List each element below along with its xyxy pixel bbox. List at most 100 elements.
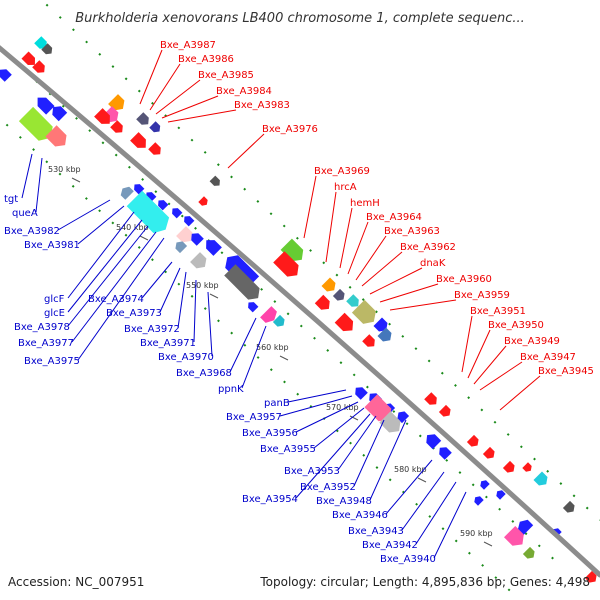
gene-label: tgt [4, 194, 18, 205]
leader-line [35, 157, 43, 213]
leader-line [287, 389, 347, 403]
gene-label: Bxe_A3957 [226, 412, 282, 423]
gene-feature [522, 462, 532, 472]
gene-feature [504, 526, 524, 546]
gene-feature [176, 226, 193, 243]
gene-label: Bxe_A3962 [400, 242, 456, 253]
gene-label: Bxe_A3959 [454, 290, 510, 301]
leader-line [149, 63, 181, 111]
gene-label: Bxe_A3946 [332, 510, 388, 521]
gene-label: Bxe_A3984 [216, 86, 272, 97]
leader-line [479, 361, 523, 391]
gene-feature [272, 314, 285, 327]
leader-line [167, 109, 237, 123]
gene-feature [362, 334, 375, 347]
gene-feature [584, 570, 597, 583]
leader-line [461, 315, 473, 373]
gene-feature [18, 106, 53, 141]
leader-line [161, 95, 219, 119]
gene-label: dnaK [420, 258, 446, 269]
leader-line [21, 153, 33, 199]
gene-feature [184, 216, 195, 227]
gene-label: Bxe_A3981 [24, 240, 80, 251]
gene-label: Bxe_A3952 [300, 482, 356, 493]
guide-line [0, 117, 521, 600]
leader-line [67, 211, 135, 299]
leader-line [193, 279, 197, 343]
gene-feature [110, 120, 123, 133]
leader-line [401, 471, 445, 531]
gene-label: Bxe_A3975 [24, 356, 80, 367]
gene-labels: Bxe_A3987Bxe_A3986Bxe_A3985Bxe_A3984Bxe_… [4, 40, 594, 565]
gene-feature [379, 411, 401, 433]
gene-label: Bxe_A3982 [4, 226, 60, 237]
gene-label: Bxe_A3963 [384, 226, 440, 237]
leader-line [325, 191, 337, 263]
gene-label: Bxe_A3960 [436, 274, 492, 285]
gene-feature [209, 175, 220, 186]
gene-label: Bxe_A3950 [488, 320, 544, 331]
leader-line [155, 79, 201, 115]
gene-feature [206, 240, 222, 256]
backbone-line [0, 45, 600, 578]
gene-label: Bxe_A3945 [538, 366, 594, 377]
gene-feature [562, 500, 575, 513]
gene-label: Bxe_A3977 [18, 338, 74, 349]
leader-line [303, 175, 317, 239]
gene-feature [533, 471, 548, 486]
tick-label: 550 kbp [186, 281, 219, 290]
gene-feature [41, 43, 53, 55]
gene-feature [502, 460, 515, 473]
gene-feature [466, 434, 479, 447]
gene-label: Bxe_A3969 [314, 166, 370, 177]
gene-label: Bxe_A3942 [362, 540, 418, 551]
leader-line [467, 329, 491, 379]
leader-line [415, 481, 457, 545]
leader-line [379, 283, 439, 303]
tick-label: 590 kbp [460, 529, 493, 538]
gene-feature [517, 519, 534, 536]
genome-summary-text: Topology: circular; Length: 4,895,836 bp… [259, 575, 590, 589]
leader-line [71, 231, 157, 343]
gene-feature [334, 312, 354, 332]
gene-feature [273, 251, 299, 277]
tick-label: 530 kbp [48, 165, 81, 174]
gene-feature [480, 480, 490, 490]
gene-label: Bxe_A3951 [470, 306, 526, 317]
leader-line [313, 407, 365, 449]
gene-label: Bxe_A3940 [380, 554, 436, 565]
gene-label: hrcA [334, 182, 357, 193]
map-title: Burkholderia xenovorans LB400 chromosome… [75, 11, 525, 26]
gene-feature [351, 299, 376, 324]
leader-line [77, 237, 165, 361]
leader-line [473, 345, 507, 385]
leader-line [279, 395, 353, 417]
tick-mark [139, 235, 149, 241]
gene-feature [130, 132, 146, 148]
gene-feature [172, 208, 183, 219]
gene-feature [94, 108, 110, 124]
gene-label: Bxe_A3953 [284, 466, 340, 477]
gene-feature [426, 434, 442, 450]
tick-mark [483, 541, 493, 547]
leader-line [141, 261, 173, 299]
tick-mark [349, 415, 359, 421]
tick-mark [279, 355, 289, 361]
gene-feature [175, 241, 188, 254]
gene-feature [280, 238, 304, 262]
leader-line [295, 401, 359, 433]
gene-feature [190, 252, 207, 269]
gene-label: Bxe_A3976 [262, 124, 318, 135]
gene-label: Bxe_A3943 [348, 526, 404, 537]
gene-feature [321, 277, 336, 292]
gene-label: panB [264, 398, 290, 409]
tick-mark [209, 293, 219, 299]
gene-label: Bxe_A3970 [158, 352, 214, 363]
gene-feature [438, 404, 451, 417]
gene-feature [424, 392, 437, 405]
gene-feature [158, 200, 169, 211]
gene-feature [377, 327, 392, 342]
gene-feature [482, 446, 495, 459]
